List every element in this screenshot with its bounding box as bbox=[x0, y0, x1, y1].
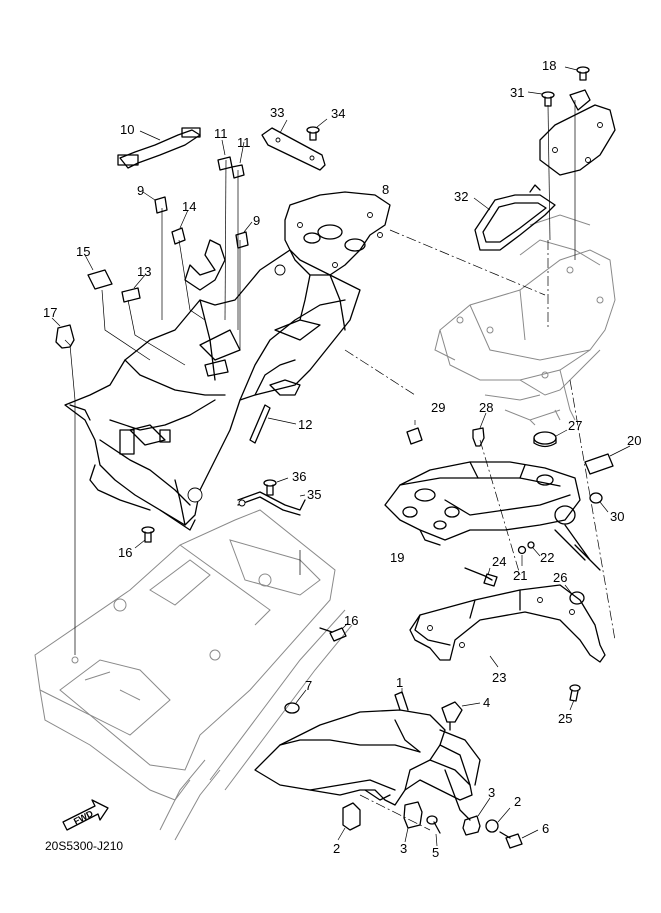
callout-13: 13 bbox=[137, 264, 151, 279]
bolt-16-left bbox=[134, 526, 155, 549]
bolt-16-right bbox=[319, 622, 349, 642]
callout-20: 20 bbox=[627, 433, 641, 448]
callout-8: 8 bbox=[382, 182, 389, 197]
callout-3-right: 3 bbox=[488, 785, 495, 800]
strip-12 bbox=[249, 404, 297, 444]
collar-3-right bbox=[462, 797, 491, 836]
tail-cover-19 bbox=[384, 461, 601, 571]
callout-31: 31 bbox=[510, 85, 524, 100]
callout-33: 33 bbox=[270, 105, 284, 120]
bolt-24 bbox=[464, 567, 498, 587]
callout-16-right: 16 bbox=[344, 613, 358, 628]
nut-30 bbox=[589, 492, 609, 513]
callout-30: 30 bbox=[610, 509, 624, 524]
clip-9-upper bbox=[142, 191, 168, 214]
damper-13 bbox=[121, 274, 146, 303]
band-10 bbox=[117, 127, 201, 169]
callout-9-upper: 9 bbox=[137, 183, 144, 198]
nut-11-pair bbox=[217, 139, 245, 179]
callout-9-lower: 9 bbox=[253, 213, 260, 228]
callout-28: 28 bbox=[479, 400, 493, 415]
fwd-arrow-icon: FWD bbox=[62, 799, 109, 831]
bolt-7 bbox=[284, 689, 307, 714]
callout-26: 26 bbox=[553, 570, 567, 585]
callout-1: 1 bbox=[396, 675, 403, 690]
cap-27 bbox=[533, 429, 568, 448]
bolt-25 bbox=[569, 684, 581, 711]
callout-34: 34 bbox=[331, 106, 345, 121]
pointer-lines-upper-left bbox=[64, 159, 301, 655]
callout-10: 10 bbox=[120, 122, 134, 137]
callout-2-left: 2 bbox=[333, 841, 340, 856]
grommet-17 bbox=[51, 317, 75, 349]
clip-14 bbox=[171, 209, 189, 245]
callout-22: 22 bbox=[540, 550, 554, 565]
rear-fender-8 bbox=[284, 191, 391, 331]
bolt-31 bbox=[527, 91, 555, 107]
drawing-code: 20S5300-J210 bbox=[45, 839, 123, 853]
callout-7: 7 bbox=[305, 678, 312, 693]
callout-18: 18 bbox=[542, 58, 556, 73]
callout-36: 36 bbox=[292, 469, 306, 484]
bolt-28 bbox=[472, 412, 487, 447]
collar-2-left bbox=[337, 802, 361, 841]
wire-stay-35 bbox=[237, 491, 306, 516]
damper-20 bbox=[584, 445, 631, 475]
callout-labels: 1 2 2 3 3 4 5 6 7 8 9 9 10 11 11 12 13 1… bbox=[43, 58, 641, 860]
callout-2-right: 2 bbox=[514, 794, 521, 809]
callout-5: 5 bbox=[432, 845, 439, 860]
damper-15 bbox=[84, 254, 113, 290]
front-fender-1 bbox=[254, 688, 481, 831]
washer-2-right bbox=[485, 807, 511, 833]
license-bracket-23 bbox=[409, 584, 606, 668]
callout-23: 23 bbox=[492, 670, 506, 685]
bolt-21 bbox=[517, 545, 527, 566]
stay-33 bbox=[261, 119, 326, 171]
bolt-36 bbox=[263, 477, 289, 496]
frame-outline-ghost bbox=[34, 509, 353, 841]
callout-19: 19 bbox=[390, 550, 404, 565]
callout-16-left: 16 bbox=[118, 545, 132, 560]
callout-14: 14 bbox=[182, 199, 196, 214]
bolt-5 bbox=[426, 815, 441, 847]
clip-9-lower bbox=[235, 221, 253, 249]
callout-4: 4 bbox=[483, 695, 490, 710]
bolt-6 bbox=[499, 829, 539, 849]
callout-27: 27 bbox=[568, 418, 582, 433]
collar-3-left bbox=[403, 801, 423, 843]
callout-6: 6 bbox=[542, 821, 549, 836]
callout-29: 29 bbox=[431, 400, 445, 415]
callout-3-left: 3 bbox=[400, 841, 407, 856]
clip-4 bbox=[441, 701, 481, 731]
callout-11-left: 11 bbox=[214, 126, 228, 141]
damper-29 bbox=[406, 420, 423, 445]
guide-lines bbox=[344, 229, 616, 641]
callout-15: 15 bbox=[76, 244, 90, 259]
band-32 bbox=[473, 184, 556, 251]
bolt-18 bbox=[564, 66, 590, 81]
bolt-34 bbox=[306, 118, 328, 141]
bracket-top-right bbox=[539, 89, 616, 260]
bolt-22 bbox=[527, 541, 541, 557]
callout-11-right: 11 bbox=[237, 135, 251, 150]
callout-21: 21 bbox=[513, 568, 527, 583]
callout-25: 25 bbox=[558, 711, 572, 726]
callout-12: 12 bbox=[298, 417, 312, 432]
rear-frame-ghost bbox=[434, 214, 616, 426]
callout-24: 24 bbox=[492, 554, 506, 569]
callout-35: 35 bbox=[307, 487, 321, 502]
callout-32: 32 bbox=[454, 189, 468, 204]
callout-17: 17 bbox=[43, 305, 57, 320]
